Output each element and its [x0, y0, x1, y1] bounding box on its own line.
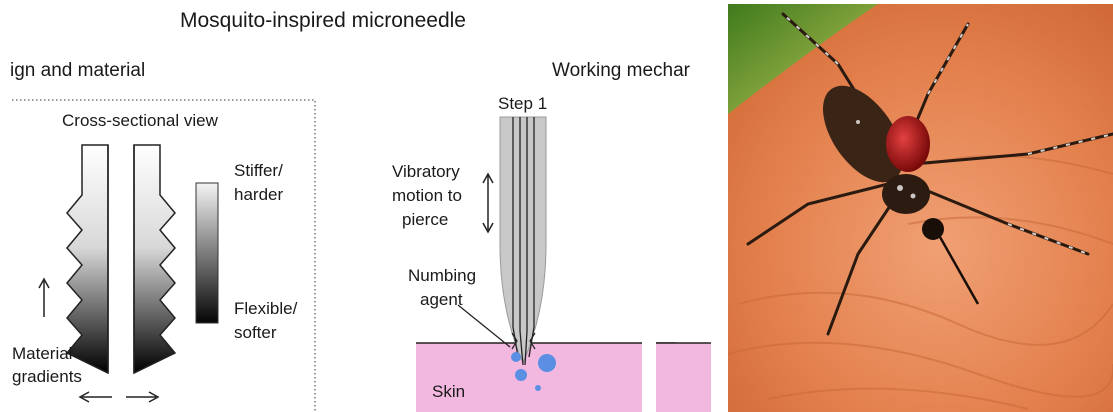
- figure-title: Mosquito-inspired microneedle: [180, 10, 466, 32]
- skin-block-right: [656, 343, 711, 412]
- scale-bottom-label-line2: softer: [234, 322, 277, 344]
- skin-label: Skin: [432, 381, 465, 403]
- stiffness-scale-bar: [196, 183, 218, 323]
- numbing-pointer-line: [458, 305, 510, 347]
- vibratory-label-line3: pierce: [402, 209, 448, 231]
- mosquito-photo: [728, 4, 1113, 412]
- mosquito-thorax: [882, 174, 930, 214]
- vibratory-label-line1: Vibratory: [392, 161, 460, 183]
- vibratory-label-line2: motion to: [392, 185, 462, 207]
- material-label-line1: Material: [12, 343, 72, 365]
- droplet: [511, 352, 521, 362]
- material-label-line2: gradients: [12, 366, 82, 388]
- vibration-arrow-icon: [483, 174, 493, 232]
- right-arrow-icon: [126, 392, 158, 402]
- mechanism-diagram: [380, 95, 715, 412]
- left-needle-wall: [67, 145, 108, 373]
- up-arrow-icon: [39, 279, 49, 317]
- right-needle-wall: [134, 145, 175, 373]
- scale-top-label-line1: Stiffer/: [234, 160, 283, 182]
- scale-bottom-label-line1: Flexible/: [234, 298, 297, 320]
- left-arrow-icon: [80, 392, 112, 402]
- needle-sheath: [500, 117, 546, 363]
- droplet: [535, 385, 541, 391]
- middle-section-title: Working mechar: [552, 60, 690, 82]
- left-section-title: ign and material: [10, 60, 145, 82]
- droplet: [515, 369, 527, 381]
- cross-section-label: Cross-sectional view: [62, 110, 218, 132]
- scale-top-label-line2: harder: [234, 184, 283, 206]
- droplet: [538, 354, 556, 372]
- step-label: Step 1: [498, 93, 547, 115]
- numbing-label-line2: agent: [420, 289, 463, 311]
- mosquito-on-skin-image: [728, 4, 1113, 412]
- numbing-label-line1: Numbing: [408, 265, 476, 287]
